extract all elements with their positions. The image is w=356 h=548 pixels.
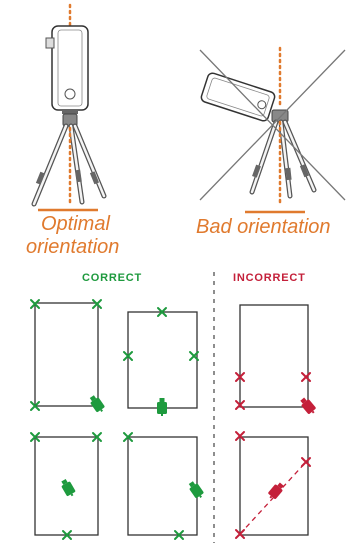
tripod-icon: [249, 109, 317, 199]
caption-optimal-line2: orientation: [26, 236, 120, 258]
scanner-device-icon: [266, 480, 286, 502]
bad-orientation-figure: [199, 46, 346, 214]
correct-placement-box-3: [30, 432, 102, 540]
scanner-device-icon: [186, 479, 206, 501]
phone-tilted-icon: [200, 72, 276, 122]
incorrect-placement-box-2: [235, 431, 311, 539]
x-mark-icon: [30, 299, 102, 411]
x-mark-icon: [235, 372, 311, 410]
alignment-line: [239, 461, 307, 535]
correct-placement-box-1: [30, 299, 107, 415]
scanner-device-icon: [87, 393, 107, 415]
x-mark-icon: [123, 432, 184, 540]
x-mark-icon: [235, 431, 311, 539]
tripod-icon: [31, 110, 107, 207]
phone-upright-icon: [45, 25, 89, 111]
scanner-device-icon: [157, 398, 167, 416]
caption-bad-orientation: Bad orientation: [196, 216, 331, 238]
x-mark-icon: [30, 432, 102, 540]
correct-placement-box-2: [123, 307, 199, 416]
correct-placement-box-4: [123, 432, 206, 540]
header-incorrect: INCORRECT: [233, 272, 306, 284]
caption-optimal-line1: Optimal: [41, 213, 110, 235]
optimal-orientation-figure: [31, 3, 107, 212]
incorrect-placement-box-1: [235, 304, 318, 417]
cross-out-icon: [199, 49, 346, 201]
scanner-device-icon: [59, 477, 77, 499]
header-correct: CORRECT: [82, 272, 142, 284]
x-mark-icon: [123, 307, 199, 361]
